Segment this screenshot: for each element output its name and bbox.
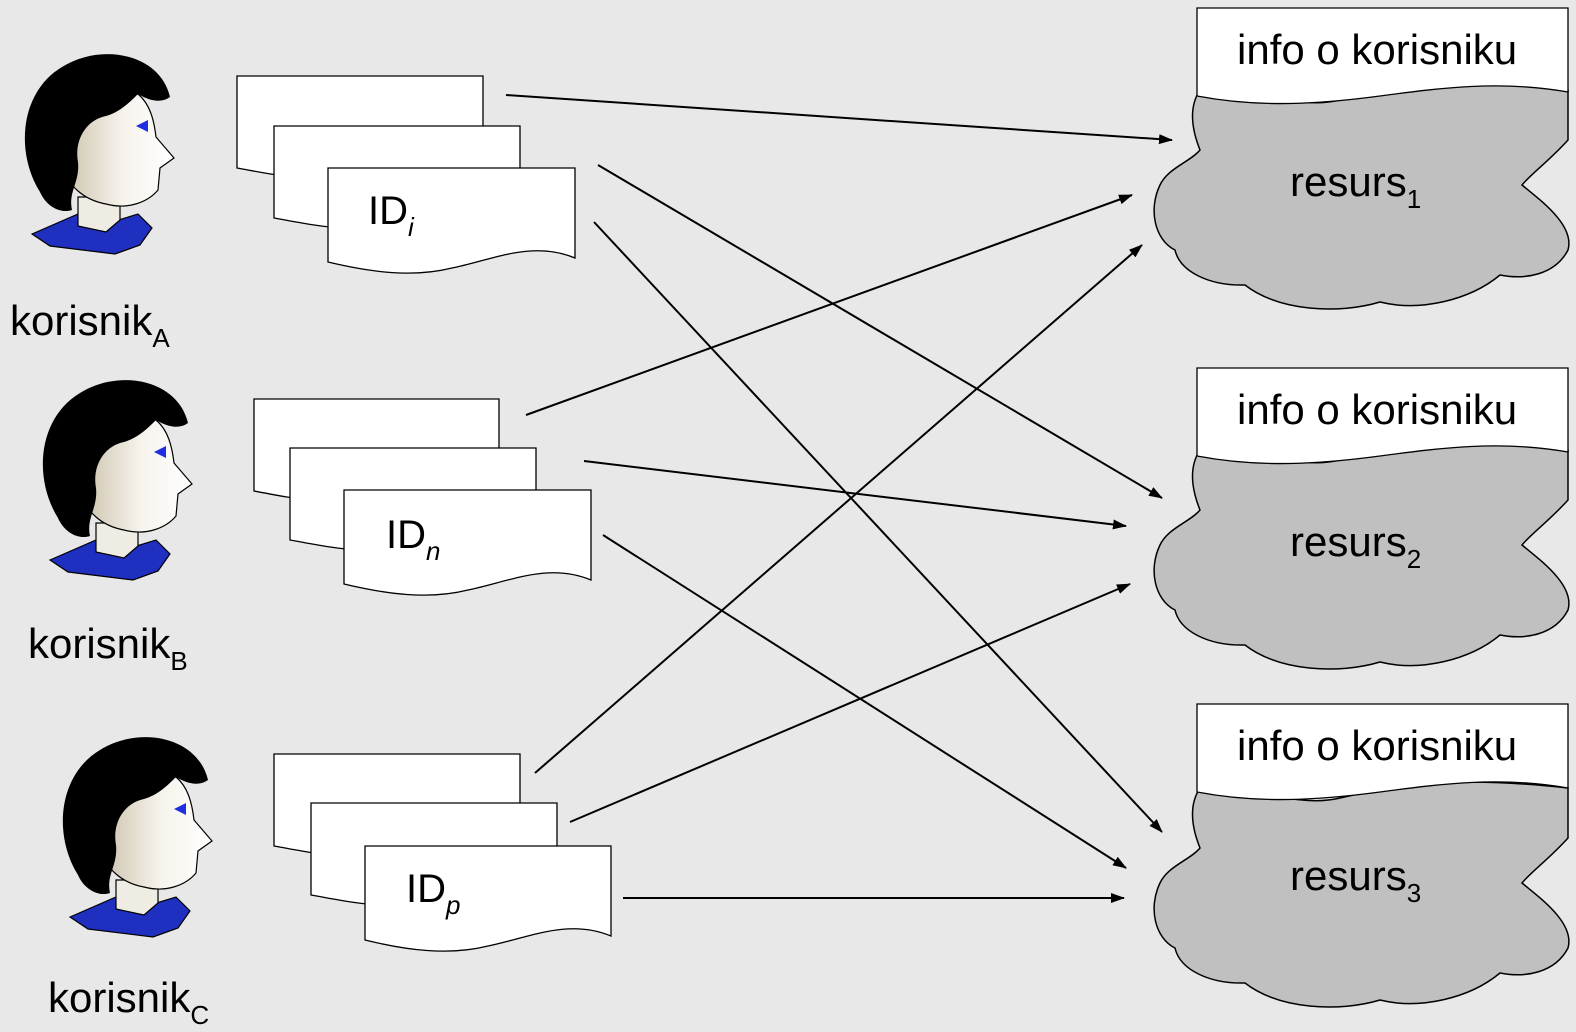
- user-b: korisnikB: [28, 379, 193, 676]
- arrow-idp-to-resurs1: [534, 244, 1143, 774]
- resource-3-label: resurs3: [1290, 852, 1421, 908]
- resource-1-label: resurs1: [1290, 158, 1421, 214]
- arrow-idn-to-resurs3: [602, 534, 1127, 869]
- document-icon: [343, 489, 592, 596]
- resource-2-info: info o korisniku: [1237, 386, 1517, 433]
- info-banner: [1196, 703, 1569, 801]
- resource-3: info o korisniku resurs3: [1153, 703, 1570, 1008]
- user-c-label: korisnikC: [48, 974, 209, 1030]
- document-stack-a: IDi: [236, 75, 576, 274]
- resource-2: info o korisniku resurs2: [1153, 367, 1570, 670]
- person-head-icon: [62, 736, 213, 938]
- document-stack-c: IDp: [273, 753, 612, 952]
- document-icon: [364, 845, 612, 952]
- resource-1-info: info o korisniku: [1237, 26, 1517, 73]
- arrow-idi-to-resurs2: [597, 164, 1163, 499]
- document-stack-b: IDn: [253, 398, 592, 596]
- arrow-idi-to-resurs1: [505, 94, 1173, 145]
- id-n-label: IDn: [386, 513, 440, 566]
- resource-3-info: info o korisniku: [1237, 722, 1517, 769]
- arrows: [505, 94, 1173, 903]
- info-banner: [1196, 367, 1569, 465]
- arrow-idn-to-resurs1: [525, 194, 1133, 416]
- user-c: korisnikC: [48, 736, 213, 1030]
- person-head-icon: [42, 379, 193, 581]
- arrow-idp-to-resurs2: [569, 583, 1131, 823]
- user-b-label: korisnikB: [28, 620, 188, 676]
- id-i-label: IDi: [368, 189, 415, 242]
- resource-2-label: resurs2: [1290, 518, 1421, 574]
- resource-1: info o korisniku resurs1: [1153, 7, 1570, 310]
- user-a-label: korisnikA: [10, 297, 170, 353]
- document-icon: [327, 167, 576, 274]
- info-banner: [1196, 7, 1569, 105]
- id-p-label: IDp: [406, 867, 460, 920]
- arrow-idi-to-resurs3: [593, 221, 1163, 833]
- person-head-icon: [24, 53, 175, 255]
- user-a: korisnikA: [10, 53, 175, 353]
